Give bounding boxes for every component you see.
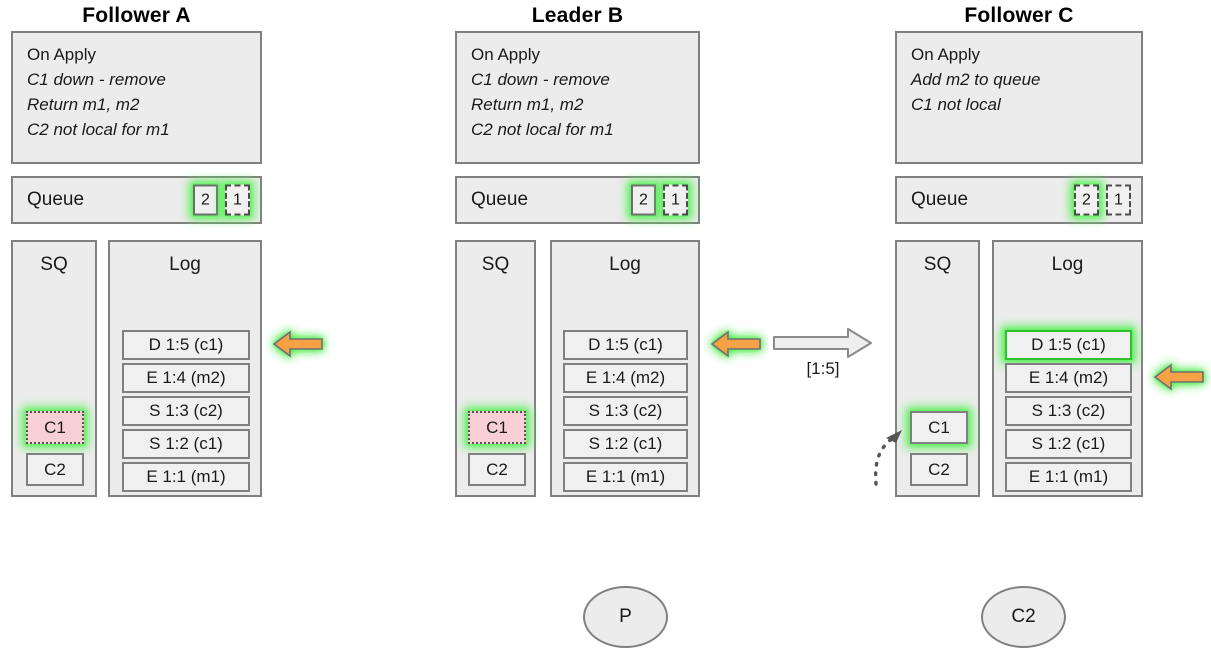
left-arrow-icon-a [272,330,323,358]
dotted-pointer-arrow-icon [873,430,902,486]
panel-title-follower-c: Follower C [964,4,1074,27]
sq-title-b: SQ [481,254,510,275]
log-entry-c-0[interactable]: D 1:5 (c1) [1005,330,1132,360]
log-entry-b-1[interactable]: E 1:4 (m2) [563,363,688,393]
sq-item-a-c1[interactable]: C1 [26,411,84,444]
sq-box-c: SQ C1 C2 [895,240,980,497]
queue-label-c: Queue [911,189,969,210]
node-c2[interactable]: C2 [981,586,1066,648]
sq-item-b-c2[interactable]: C2 [468,453,526,486]
node-p[interactable]: P [583,586,668,648]
log-entry-c-4[interactable]: E 1:1 (m1) [1005,462,1132,492]
on-apply-line-a-2: C2 not local for m1 [27,120,170,139]
log-entry-a-1[interactable]: E 1:4 (m2) [122,363,250,393]
left-arrow-icon-b [710,330,761,358]
log-entry-a-2[interactable]: S 1:3 (c2) [122,396,250,426]
queue-slot-c-1[interactable]: 1 [1106,184,1131,216]
panel-title-leader-b: Leader B [531,4,624,27]
sq-item-c-c1[interactable]: C1 [910,411,968,444]
on-apply-line-a-1: Return m1, m2 [27,95,140,114]
queue-box-c: Queue 2 1 [895,176,1143,224]
panel-title-follower-a: Follower A [82,4,191,27]
sq-box-a: SQ C1 C2 [11,240,97,497]
on-apply-box-a: On Apply C1 down - remove Return m1, m2 … [11,31,262,164]
queue-label-b: Queue [471,189,529,210]
log-entry-c-3[interactable]: S 1:2 (c1) [1005,429,1132,459]
on-apply-line-c-0: Add m2 to queue [911,70,1041,89]
on-apply-line-b-0: C1 down - remove [471,70,610,89]
on-apply-header-c: On Apply [911,45,980,64]
on-apply-box-b: On Apply C1 down - remove Return m1, m2 … [455,31,700,164]
log-box-c: Log D 1:5 (c1) E 1:4 (m2) S 1:3 (c2) S 1… [992,240,1143,497]
queue-label-a: Queue [27,189,85,210]
on-apply-line-a-0: C1 down - remove [27,70,166,89]
left-arrow-icon-c [1153,363,1204,391]
sq-title-a: SQ [40,254,68,275]
log-entry-b-2[interactable]: S 1:3 (c2) [563,396,688,426]
queue-box-a: Queue 2 1 [11,176,262,224]
sq-title-c: SQ [923,254,952,275]
sq-item-a-c2[interactable]: C2 [26,453,84,486]
on-apply-header-b: On Apply [471,45,540,64]
queue-slot-c-0[interactable]: 2 [1074,184,1099,216]
queue-slot-a-1[interactable]: 1 [225,184,250,216]
queue-box-b: Queue 2 1 [455,176,700,224]
log-title-b: Log [609,254,641,275]
log-box-a: Log D 1:5 (c1) E 1:4 (m2) S 1:3 (c2) S 1… [108,240,262,497]
queue-slot-b-0[interactable]: 2 [631,184,656,216]
log-entry-c-2[interactable]: S 1:3 (c2) [1005,396,1132,426]
on-apply-line-c-1: C1 not local [911,95,1001,114]
log-entry-b-3[interactable]: S 1:2 (c1) [563,429,688,459]
log-entry-c-1[interactable]: E 1:4 (m2) [1005,363,1132,393]
sq-item-b-c1[interactable]: C1 [468,411,526,444]
transfer-label: [1:5] [806,359,840,378]
log-title-a: Log [169,254,201,275]
queue-slots-b: 2 1 [631,184,688,216]
log-entry-b-0[interactable]: D 1:5 (c1) [563,330,688,360]
log-entry-a-3[interactable]: S 1:2 (c1) [122,429,250,459]
log-box-b: Log D 1:5 (c1) E 1:4 (m2) S 1:3 (c2) S 1… [550,240,700,497]
log-entry-a-4[interactable]: E 1:1 (m1) [122,462,250,492]
queue-slots-a: 2 1 [193,184,250,216]
log-entry-a-0[interactable]: D 1:5 (c1) [122,330,250,360]
sq-box-b: SQ C1 C2 [455,240,536,497]
on-apply-header-a: On Apply [27,45,96,64]
queue-slot-b-1[interactable]: 1 [663,184,688,216]
queue-slot-a-0[interactable]: 2 [193,184,218,216]
on-apply-line-b-2: C2 not local for m1 [471,120,614,139]
on-apply-line-b-1: Return m1, m2 [471,95,584,114]
on-apply-box-c: On Apply Add m2 to queue C1 not local [895,31,1143,164]
log-title-c: Log [1051,254,1084,275]
log-entry-b-4[interactable]: E 1:1 (m1) [563,462,688,492]
queue-slots-c: 2 1 [1074,184,1131,216]
hollow-right-arrow-icon [773,328,872,358]
sq-item-c-c2[interactable]: C2 [910,453,968,486]
